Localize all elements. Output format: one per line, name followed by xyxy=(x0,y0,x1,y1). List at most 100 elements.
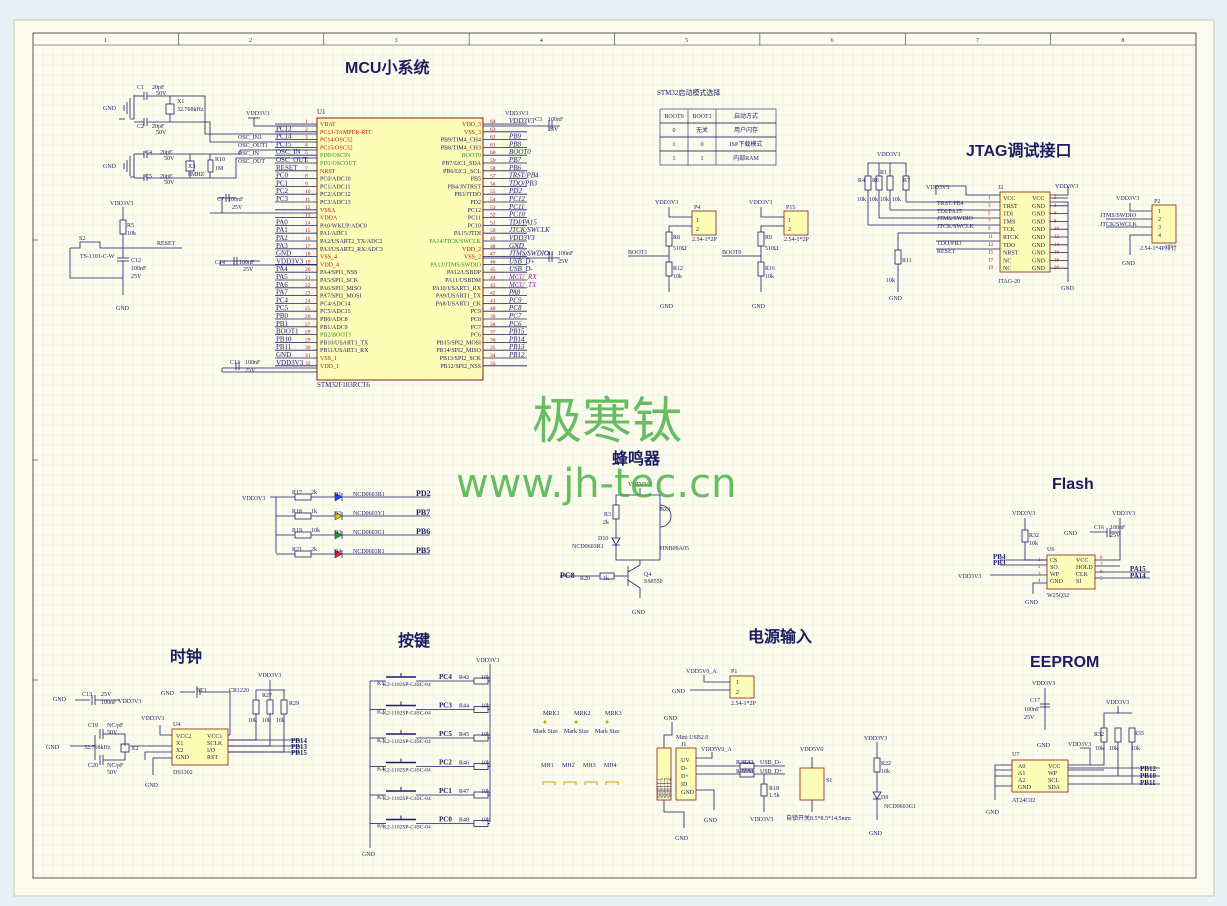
c7-value: 100nF xyxy=(228,197,244,203)
flash-net-right: PA15 xyxy=(1130,565,1146,573)
mcu-net-label: PB6 xyxy=(508,164,522,172)
clock-net: PB15 xyxy=(291,749,307,757)
key-resistor-value: 10k xyxy=(481,704,490,710)
r20-value: 1k xyxy=(603,576,609,582)
section-title-jtag: JTAG调试接口 xyxy=(966,143,1072,160)
boot-table-cell: 内部RAM xyxy=(733,154,759,162)
clock-pin-right: I/O xyxy=(207,748,216,754)
mcu-decoupling-labels: VDD3V3 VDD3V3 C3 100nF 25V C7 100nF 25V … xyxy=(215,111,574,374)
p2-pin4: 4 xyxy=(1158,233,1161,239)
keys-vdd: VDD3V3 xyxy=(476,658,499,664)
mcu-pin-number: 18 xyxy=(305,252,311,258)
ruler-label: 4 xyxy=(540,38,543,44)
mcu-pin-name: VSSA xyxy=(320,208,336,214)
q4-part: SS8550 xyxy=(644,579,663,585)
p15-pin1: 1 xyxy=(788,218,791,224)
key-part: K2-1102SP-C4SC-04 xyxy=(383,768,431,774)
mcu-pin-number: 45 xyxy=(490,267,496,273)
jtag-pin-number: 11 xyxy=(988,235,993,240)
mcu-pin-name: PA15/JTDI xyxy=(454,231,481,237)
eeprom-block xyxy=(994,688,1160,800)
jtag-pin-left: RTCK xyxy=(1003,235,1019,241)
r36-ref: R36 xyxy=(736,760,746,766)
boot-table-cell: 0 xyxy=(701,142,704,148)
mcu-pin-number: 57 xyxy=(490,174,496,180)
p2-pin2: 2 xyxy=(1158,217,1161,223)
flash-vdd-2: VDD3V3 xyxy=(1112,511,1135,517)
mcu-pin-number: 16 xyxy=(305,236,311,242)
r27-ref: R27 xyxy=(262,693,272,699)
mcu-pin-name: PC5/ADC15 xyxy=(320,309,351,315)
mcu-pin-name: PB5 xyxy=(471,177,481,183)
swd-net-2: JTCK/SWCLK xyxy=(1100,222,1138,228)
p1-ref: P1 xyxy=(731,669,737,675)
bt1-ref: BT1 xyxy=(196,688,207,694)
c4-ref: C4 xyxy=(145,150,152,156)
net-osc-out1: OSC_OUT1 xyxy=(238,143,268,149)
jtag-pin-number: 6 xyxy=(1054,212,1057,217)
mcu-pin-number: 33 xyxy=(490,361,496,367)
mcu-net-label: PC4 xyxy=(276,296,289,304)
flash-pin-left: GND xyxy=(1050,579,1064,585)
mcu-pin-name: PC0/ADC10 xyxy=(320,177,351,183)
eeprom-net: PB10 xyxy=(1140,772,1156,780)
mcu-net-label: PC10 xyxy=(508,211,525,219)
c16-value: 100nF xyxy=(1110,525,1126,531)
mcu-pin-name: PC4/ADC14 xyxy=(320,301,351,307)
eeprom-gnd-2: GND xyxy=(986,810,1000,816)
r10-ref: R10 xyxy=(215,157,225,163)
boot-table-cell: 无关 xyxy=(696,126,708,134)
power-vdd: VDD3V3 xyxy=(750,817,773,823)
mcu-pin-name: PB12/SPI2_NSS xyxy=(440,364,481,370)
c17-value: 100nF xyxy=(1024,707,1040,713)
mcu-pin-number: 21 xyxy=(305,275,311,281)
r11-ref: R11 xyxy=(902,258,912,264)
flash-net-left: PB3 xyxy=(993,559,1006,567)
mcu-pin-number: 42 xyxy=(490,291,496,297)
mcu-pin-name: PB4/JNTRST xyxy=(448,184,482,190)
mcu-pin-name: PB11/USART3_RX xyxy=(320,348,369,354)
jtag-pin-right: GND xyxy=(1032,219,1046,225)
x1-ref: X1 xyxy=(177,99,184,105)
mcu-pin-name: PB10/USART3_TX xyxy=(320,340,369,346)
flash-net-left: VDD3V3 xyxy=(958,574,981,580)
section-title-clock: 时钟 xyxy=(170,649,203,666)
c20-volt: 50V xyxy=(107,770,118,776)
j2-part: JTAG-20 xyxy=(998,279,1020,285)
clock-gnd-3: GND xyxy=(145,783,159,789)
net-boot0: BOOT0 xyxy=(722,250,741,256)
bz1-part: HNB09A05 xyxy=(660,546,689,552)
jtag-net-label: TDO/PB3 xyxy=(937,241,961,247)
power-gnd-2: GND xyxy=(704,818,718,824)
clock-gnd-2: GND xyxy=(46,745,60,751)
u7-part: AT24C02 xyxy=(1012,798,1035,804)
mcu-pin-number: 40 xyxy=(490,306,496,312)
gnd-label: GND xyxy=(103,164,117,170)
mcu-pin-name: VSS_4 xyxy=(320,255,337,261)
led-ref: D2 xyxy=(334,511,341,517)
clock-pin-left: X1 xyxy=(176,741,183,747)
mcu-pin-number: 38 xyxy=(490,322,496,328)
mcu-net-label: PA7 xyxy=(276,289,288,297)
jtag-vdd-3: VDD3V3 xyxy=(1055,184,1078,190)
mcu-net-label: GND xyxy=(276,351,291,359)
mcu-net-label: PC12 xyxy=(508,195,525,203)
mcu-pin-name: PA7/SPI1_MOSI xyxy=(320,294,361,300)
r-value-3: 10k xyxy=(880,197,889,203)
mcu-pin-number: 34 xyxy=(490,353,496,359)
key-net: PC3 xyxy=(439,702,452,710)
mcu-pin-name: PC2/ADC12 xyxy=(320,192,351,198)
swd-net-1: JTMS/SWDIO xyxy=(1100,213,1137,219)
mcu-pin-number: 44 xyxy=(490,275,496,281)
mcu-pin-number: 26 xyxy=(305,314,311,320)
clock-net: PB14 xyxy=(291,737,307,745)
key-resistor-ref: R46 xyxy=(459,761,469,767)
c16-volt: 25V xyxy=(1110,533,1121,539)
usb-pin: D+ xyxy=(681,774,689,780)
mcu-pin-number: 41 xyxy=(490,298,496,304)
mcu-net-label: VDD3V3 xyxy=(509,234,535,242)
p4-part: 2.54-1*2P xyxy=(692,237,717,243)
mcu-pin-name: NRST xyxy=(320,169,336,175)
